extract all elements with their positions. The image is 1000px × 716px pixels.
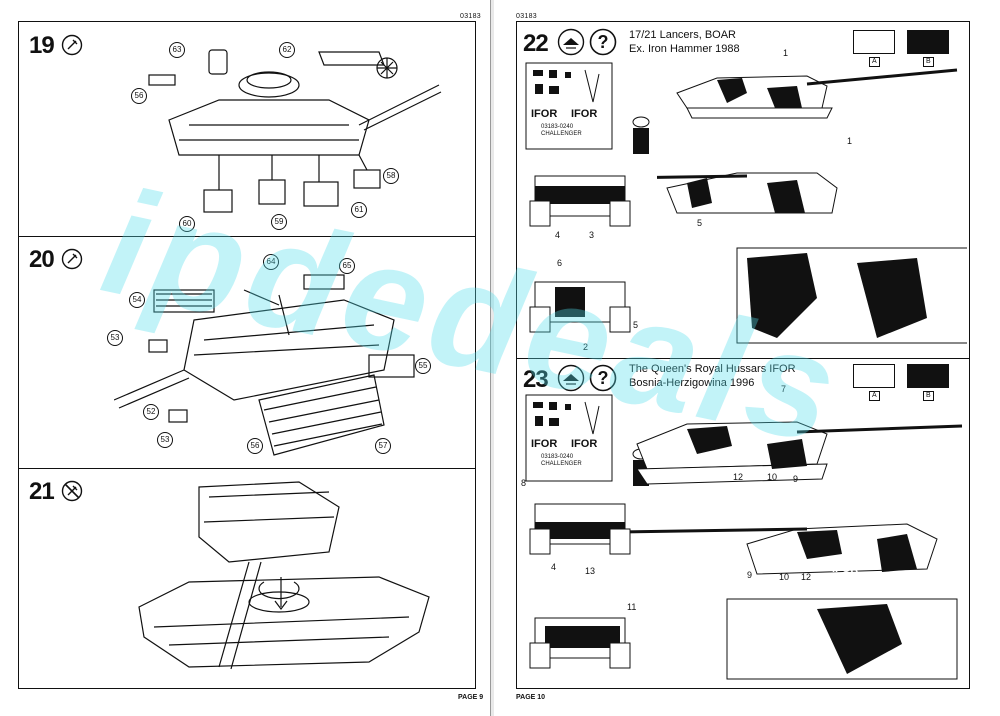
- callout: 9: [793, 474, 799, 484]
- step-20-drawing: [114, 274, 415, 456]
- color-swatch-b: [907, 30, 949, 54]
- painting-icon: [557, 28, 585, 56]
- page-code: 03183: [460, 13, 481, 20]
- part-number: 61: [351, 202, 367, 218]
- title-line: 17/21 Lancers, BOAR: [629, 29, 737, 41]
- part-number: 58: [383, 168, 399, 184]
- decal-code: CHALLENGER: [541, 461, 582, 467]
- callout: 7: [781, 384, 787, 394]
- left-page: 03183 19: [0, 0, 490, 716]
- decal-text: IFOR: [531, 108, 558, 120]
- paint-pot-icon: [632, 116, 650, 154]
- hull-marking: IFOR: [732, 445, 758, 457]
- callout: 12: [801, 572, 812, 582]
- decal-code: CHALLENGER: [541, 131, 582, 137]
- callout: 1: [783, 48, 789, 58]
- decal-code: 03183-0240: [541, 124, 574, 130]
- painting-frame: 22 ? 17/21 Lancers, BOAR Ex. Iron Hammer…: [516, 21, 970, 689]
- callout: 12: [733, 472, 744, 482]
- tank-front-view: [529, 175, 631, 227]
- page-number: PAGE 9: [458, 694, 484, 701]
- swatch-label: A: [869, 57, 880, 67]
- part-number: 60: [179, 216, 195, 232]
- decal-text: IFOR: [571, 438, 598, 450]
- book-spine: [490, 0, 495, 716]
- step-19-drawing: [148, 49, 442, 213]
- step-number: 19: [29, 32, 55, 59]
- decal-sheet: [525, 394, 613, 482]
- part-number: 65: [339, 258, 355, 274]
- part-number: 63: [169, 42, 185, 58]
- callout: 9: [747, 570, 753, 580]
- panel-divider: [19, 468, 475, 469]
- title-line: Ex. Iron Hammer 1988: [629, 43, 740, 55]
- title-line: Bosnia-Herzigowina 1996: [629, 377, 755, 389]
- part-number: 55: [415, 358, 431, 374]
- glue-icon: [61, 248, 83, 270]
- callout: 3: [589, 230, 595, 240]
- help-icon: ?: [589, 364, 617, 392]
- hull-marking: IFOR: [832, 563, 858, 575]
- glue-icon: [61, 34, 83, 56]
- svg-text:?: ?: [598, 32, 609, 52]
- version-number: 22: [523, 30, 549, 57]
- version-23-drawings: IFOR IFOR: [617, 421, 963, 680]
- decal-text: IFOR: [531, 438, 558, 450]
- version-title: The Queen's Royal Hussars IFOR Bosnia-He…: [629, 362, 796, 390]
- panel-divider: [19, 236, 475, 237]
- step-number: 21: [29, 478, 55, 505]
- callout: 11: [627, 602, 637, 612]
- color-swatch-a: [853, 30, 895, 54]
- tank-rear-view: [529, 281, 631, 333]
- swatch-label: B: [923, 57, 934, 67]
- callout: 4: [555, 230, 561, 240]
- part-number: 57: [375, 438, 391, 454]
- tank-rear-view: [529, 617, 631, 669]
- decal-code: 03183-0240: [541, 454, 574, 460]
- callout: 4: [551, 562, 557, 572]
- part-number: 56: [131, 88, 147, 104]
- version-22-drawings: [657, 68, 967, 344]
- step-21-drawing: [138, 481, 430, 670]
- page-code: 03183: [516, 13, 537, 20]
- part-number: 53: [157, 432, 173, 448]
- title-line: The Queen's Royal Hussars IFOR: [629, 363, 796, 375]
- part-number: 52: [143, 404, 159, 420]
- callout: 5: [697, 218, 703, 228]
- callout: 8: [521, 478, 527, 488]
- decal-text: IFOR: [571, 108, 598, 120]
- part-number: 62: [279, 42, 295, 58]
- callout: 6: [557, 258, 563, 268]
- page-number: PAGE 10: [516, 694, 546, 701]
- part-number: 64: [263, 254, 279, 270]
- painting-icon: [557, 364, 585, 392]
- version-title: 17/21 Lancers, BOAR Ex. Iron Hammer 1988: [629, 28, 740, 56]
- part-number: 53: [107, 330, 123, 346]
- callout: 1: [847, 136, 853, 146]
- color-swatch-a: [853, 364, 895, 388]
- svg-text:?: ?: [598, 368, 609, 388]
- version-number: 23: [523, 366, 549, 393]
- callout: 13: [585, 566, 596, 576]
- callout: 10: [779, 572, 790, 582]
- panel-divider: [517, 358, 969, 359]
- right-page: 03183 22 ? 17/21 Lancers, BOAR Ex. Iron …: [494, 0, 1000, 716]
- help-icon: ?: [589, 28, 617, 56]
- color-swatch-b: [907, 364, 949, 388]
- part-number: 54: [129, 292, 145, 308]
- swatch-label: A: [869, 391, 880, 401]
- callout: 5: [633, 320, 639, 330]
- no-glue-icon: [61, 480, 83, 502]
- part-number: 56: [247, 438, 263, 454]
- swatch-label: B: [923, 391, 934, 401]
- callout: 10: [767, 472, 778, 482]
- callout: 2: [583, 342, 589, 352]
- tank-front-view: [529, 503, 631, 555]
- decal-sheet: [525, 62, 613, 150]
- part-number: 59: [271, 214, 287, 230]
- step-number: 20: [29, 246, 55, 273]
- assembly-frame: 19 63 62: [18, 21, 476, 689]
